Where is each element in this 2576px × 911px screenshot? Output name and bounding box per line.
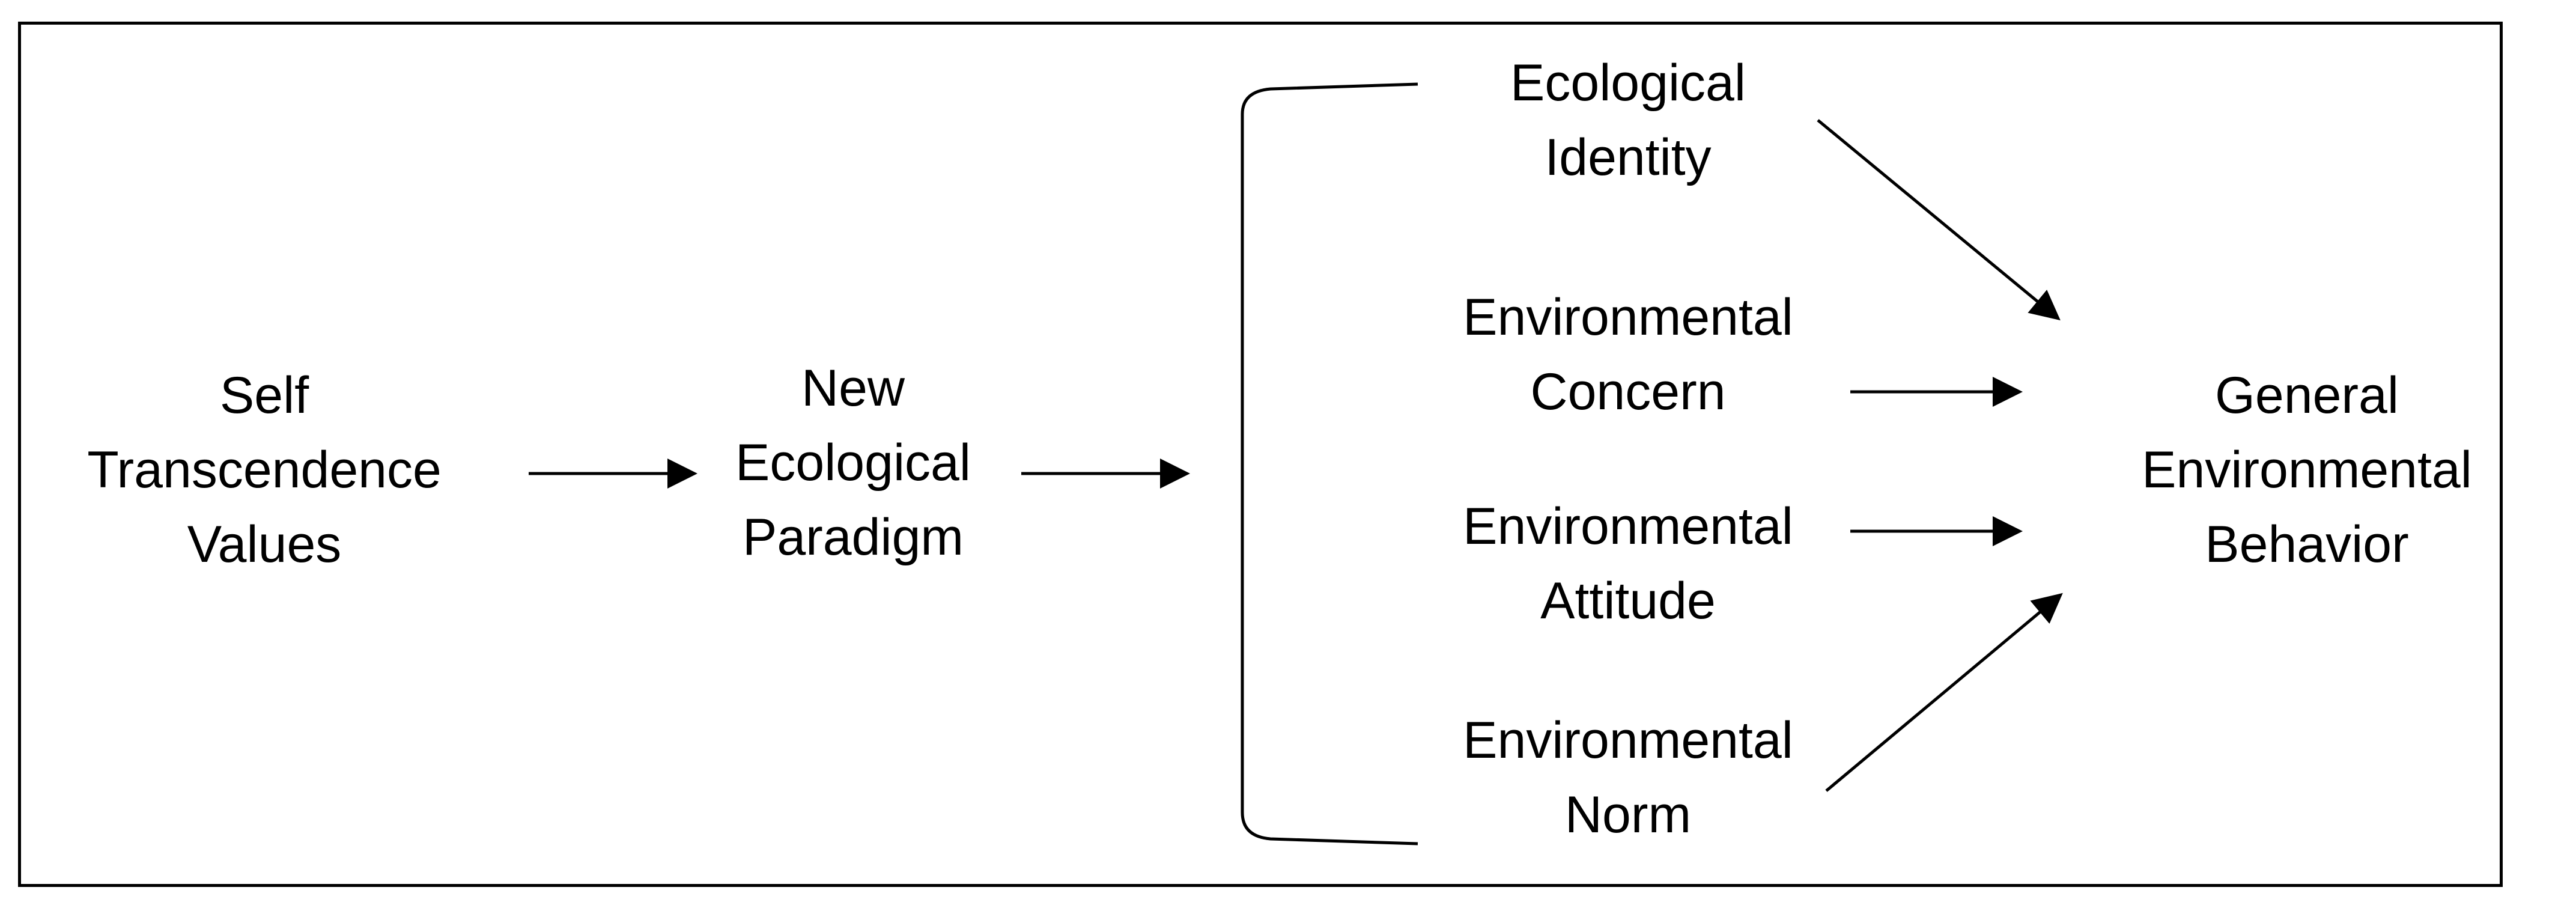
- node-line: Norm: [1564, 786, 1692, 844]
- node-line: Behavior: [2205, 516, 2409, 573]
- node-environmental-attitude: Environmental Attitude: [1430, 489, 1826, 638]
- node-line: Values: [187, 516, 342, 573]
- node-line: Environmental: [2142, 441, 2472, 499]
- node-line: Concern: [1530, 363, 1726, 421]
- node-line: Identity: [1545, 129, 1712, 186]
- node-line: Transcendence: [87, 441, 442, 499]
- node-line: Attitude: [1540, 572, 1716, 630]
- mediators-bracket: [1241, 82, 1418, 845]
- node-line: General: [2215, 367, 2399, 424]
- edge-norm-to-behavior: [1825, 593, 2063, 792]
- diagram-frame: [18, 22, 2503, 887]
- node-line: Environmental: [1463, 711, 1793, 769]
- edge-identity-to-behavior: [1817, 119, 2061, 321]
- node-line: Ecological: [735, 434, 971, 492]
- node-line: New: [801, 359, 905, 417]
- node-new-ecological-paradigm: New Ecological Paradigm: [673, 351, 1033, 574]
- node-environmental-norm: Environmental Norm: [1430, 703, 1826, 852]
- node-environmental-concern: Environmental Concern: [1430, 280, 1826, 429]
- node-line: Environmental: [1463, 498, 1793, 555]
- node-line: Environmental: [1463, 288, 1793, 346]
- node-ecological-identity: Ecological Identity: [1430, 46, 1826, 195]
- node-line: Ecological: [1510, 54, 1746, 112]
- node-line: Self: [219, 367, 309, 424]
- node-line: Paradigm: [742, 508, 964, 566]
- node-self-transcendence-values: Self Transcendence Values: [60, 358, 469, 582]
- node-general-environmental-behavior: General Environmental Behavior: [2103, 358, 2511, 582]
